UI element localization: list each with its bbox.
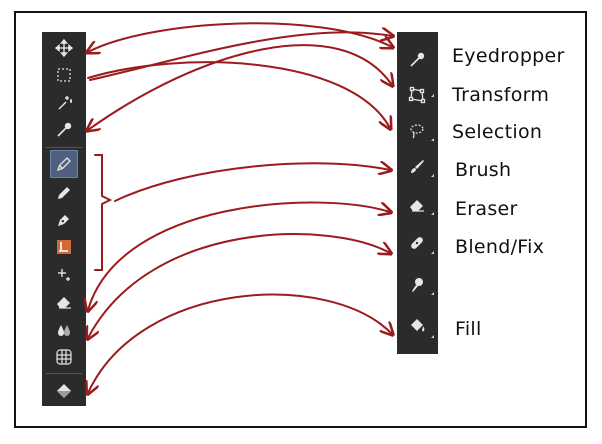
arrow-blend-fix [88, 233, 390, 338]
brush-icon[interactable] [403, 153, 431, 181]
label-fill: Fill [455, 318, 482, 340]
label-selection: Selection [452, 121, 543, 143]
arrow-eyedropper-cross [89, 32, 392, 81]
eyedropper-icon[interactable] [403, 46, 431, 74]
ink-pen-icon[interactable] [50, 206, 78, 234]
pen-icon[interactable] [50, 150, 78, 178]
brush-group-brace [94, 154, 113, 271]
pencil-icon[interactable] [50, 179, 78, 207]
lasso-selection-icon[interactable] [403, 117, 431, 145]
label-blend-fix: Blend/Fix [455, 236, 545, 258]
blend-fix-icon[interactable] [403, 229, 431, 257]
left-toolbar [42, 32, 86, 406]
label-eyedropper: Eyedropper [452, 45, 565, 67]
arrow-marquee-selection [87, 61, 390, 128]
label-transform: Transform [452, 84, 550, 106]
arrow-brush [114, 163, 390, 202]
sparkle-icon[interactable] [50, 261, 78, 289]
arrow-transform-eyedropper [88, 44, 392, 130]
grid-icon[interactable] [50, 343, 78, 371]
magic-wand-icon[interactable] [50, 89, 78, 117]
label-brush: Brush [455, 159, 512, 181]
right-toolbar [397, 32, 438, 354]
eyedropper-icon[interactable] [50, 116, 78, 144]
eraser-icon[interactable] [403, 191, 431, 219]
arrow-fill [88, 293, 392, 393]
fill-bucket-icon[interactable] [403, 312, 431, 340]
transform-icon[interactable] [403, 81, 431, 109]
stamp-brush-icon[interactable] [50, 233, 78, 261]
fill-bucket-icon[interactable] [50, 377, 78, 405]
smudge-icon[interactable] [403, 271, 431, 299]
arrow-move-eyedropper [88, 22, 392, 52]
move-icon[interactable] [50, 34, 78, 62]
blend-drops-icon[interactable] [50, 316, 78, 344]
arrow-eraser [88, 201, 390, 310]
label-eraser: Eraser [455, 198, 518, 220]
eraser-icon[interactable] [50, 288, 78, 316]
subtool-indicators [431, 94, 434, 338]
marquee-icon[interactable] [50, 61, 78, 89]
